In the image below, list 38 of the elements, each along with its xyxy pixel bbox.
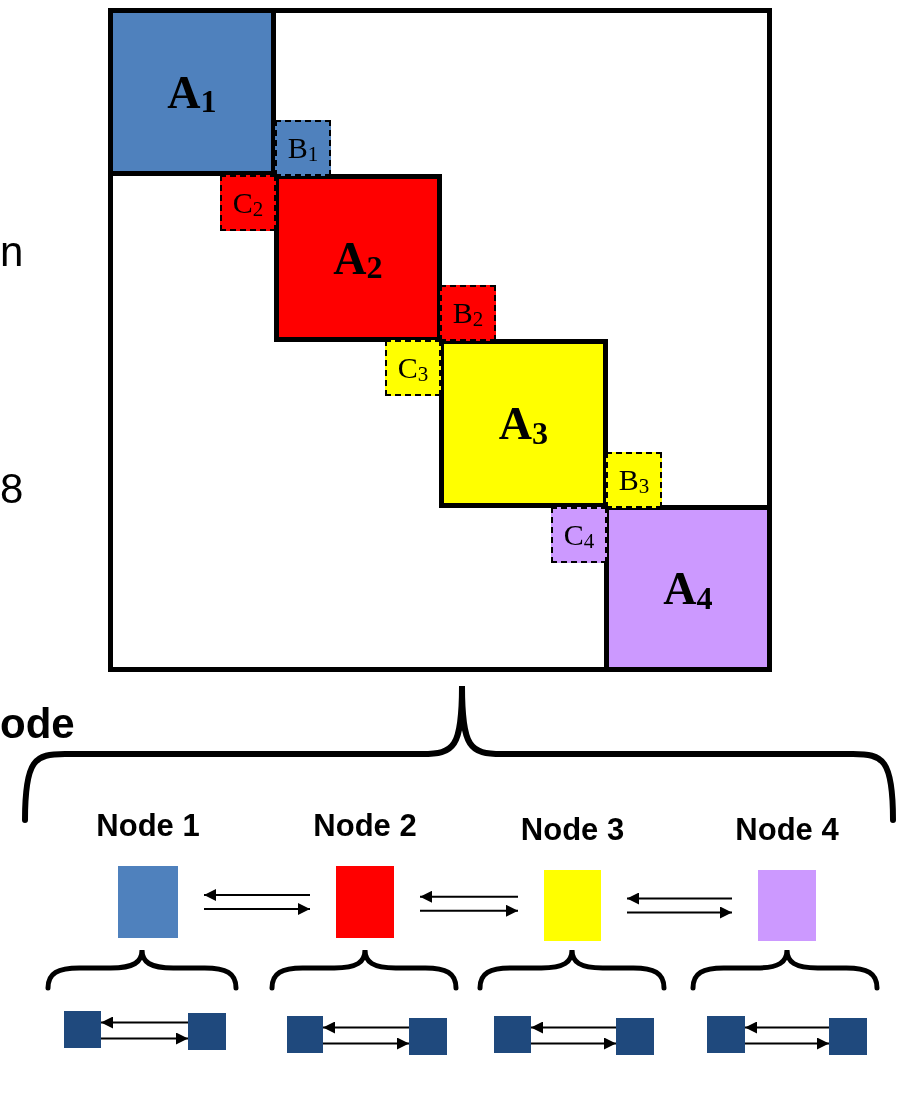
arrow xyxy=(322,1037,410,1050)
text-label: 8 xyxy=(0,465,24,513)
diagonal-block: A$_{3}$ xyxy=(439,339,608,508)
arrow xyxy=(530,1021,617,1034)
node-label: Node 2 xyxy=(313,808,417,844)
arrow xyxy=(203,903,311,915)
solver-block xyxy=(616,1018,654,1055)
arrow xyxy=(203,889,311,901)
coupling-block: B$_{2}$ xyxy=(440,285,496,341)
solver-block xyxy=(287,1016,323,1053)
text-label: ode xyxy=(0,700,75,748)
arrow xyxy=(419,904,519,917)
solver-block xyxy=(188,1013,226,1050)
arrow xyxy=(626,892,733,905)
solver-block xyxy=(494,1016,531,1053)
arrow xyxy=(322,1021,410,1034)
solver-block xyxy=(829,1018,867,1055)
arrow xyxy=(744,1037,830,1050)
diagonal-block: A$_{2}$ xyxy=(274,174,442,342)
arrow xyxy=(626,906,733,919)
arrow xyxy=(100,1016,189,1029)
solver-block xyxy=(409,1018,447,1055)
arrow xyxy=(419,890,519,903)
arrow xyxy=(744,1021,830,1034)
text-label: n xyxy=(0,228,24,276)
solver-block xyxy=(64,1011,101,1048)
coupling-block: C$_{2}$ xyxy=(220,175,276,231)
solver-block xyxy=(707,1016,745,1053)
coupling-block: C$_{4}$ xyxy=(551,507,607,563)
matrix-box xyxy=(108,8,772,672)
coupling-block: B$_{3}$ xyxy=(606,452,662,508)
node-label: Node 3 xyxy=(520,812,625,848)
node-label: Node 1 xyxy=(96,808,200,844)
coupling-block: B$_{1}$ xyxy=(275,120,331,176)
coupling-block: C$_{3}$ xyxy=(385,340,441,396)
arrow xyxy=(100,1032,189,1045)
arrow xyxy=(530,1037,617,1050)
node-label: Node 4 xyxy=(735,812,839,848)
